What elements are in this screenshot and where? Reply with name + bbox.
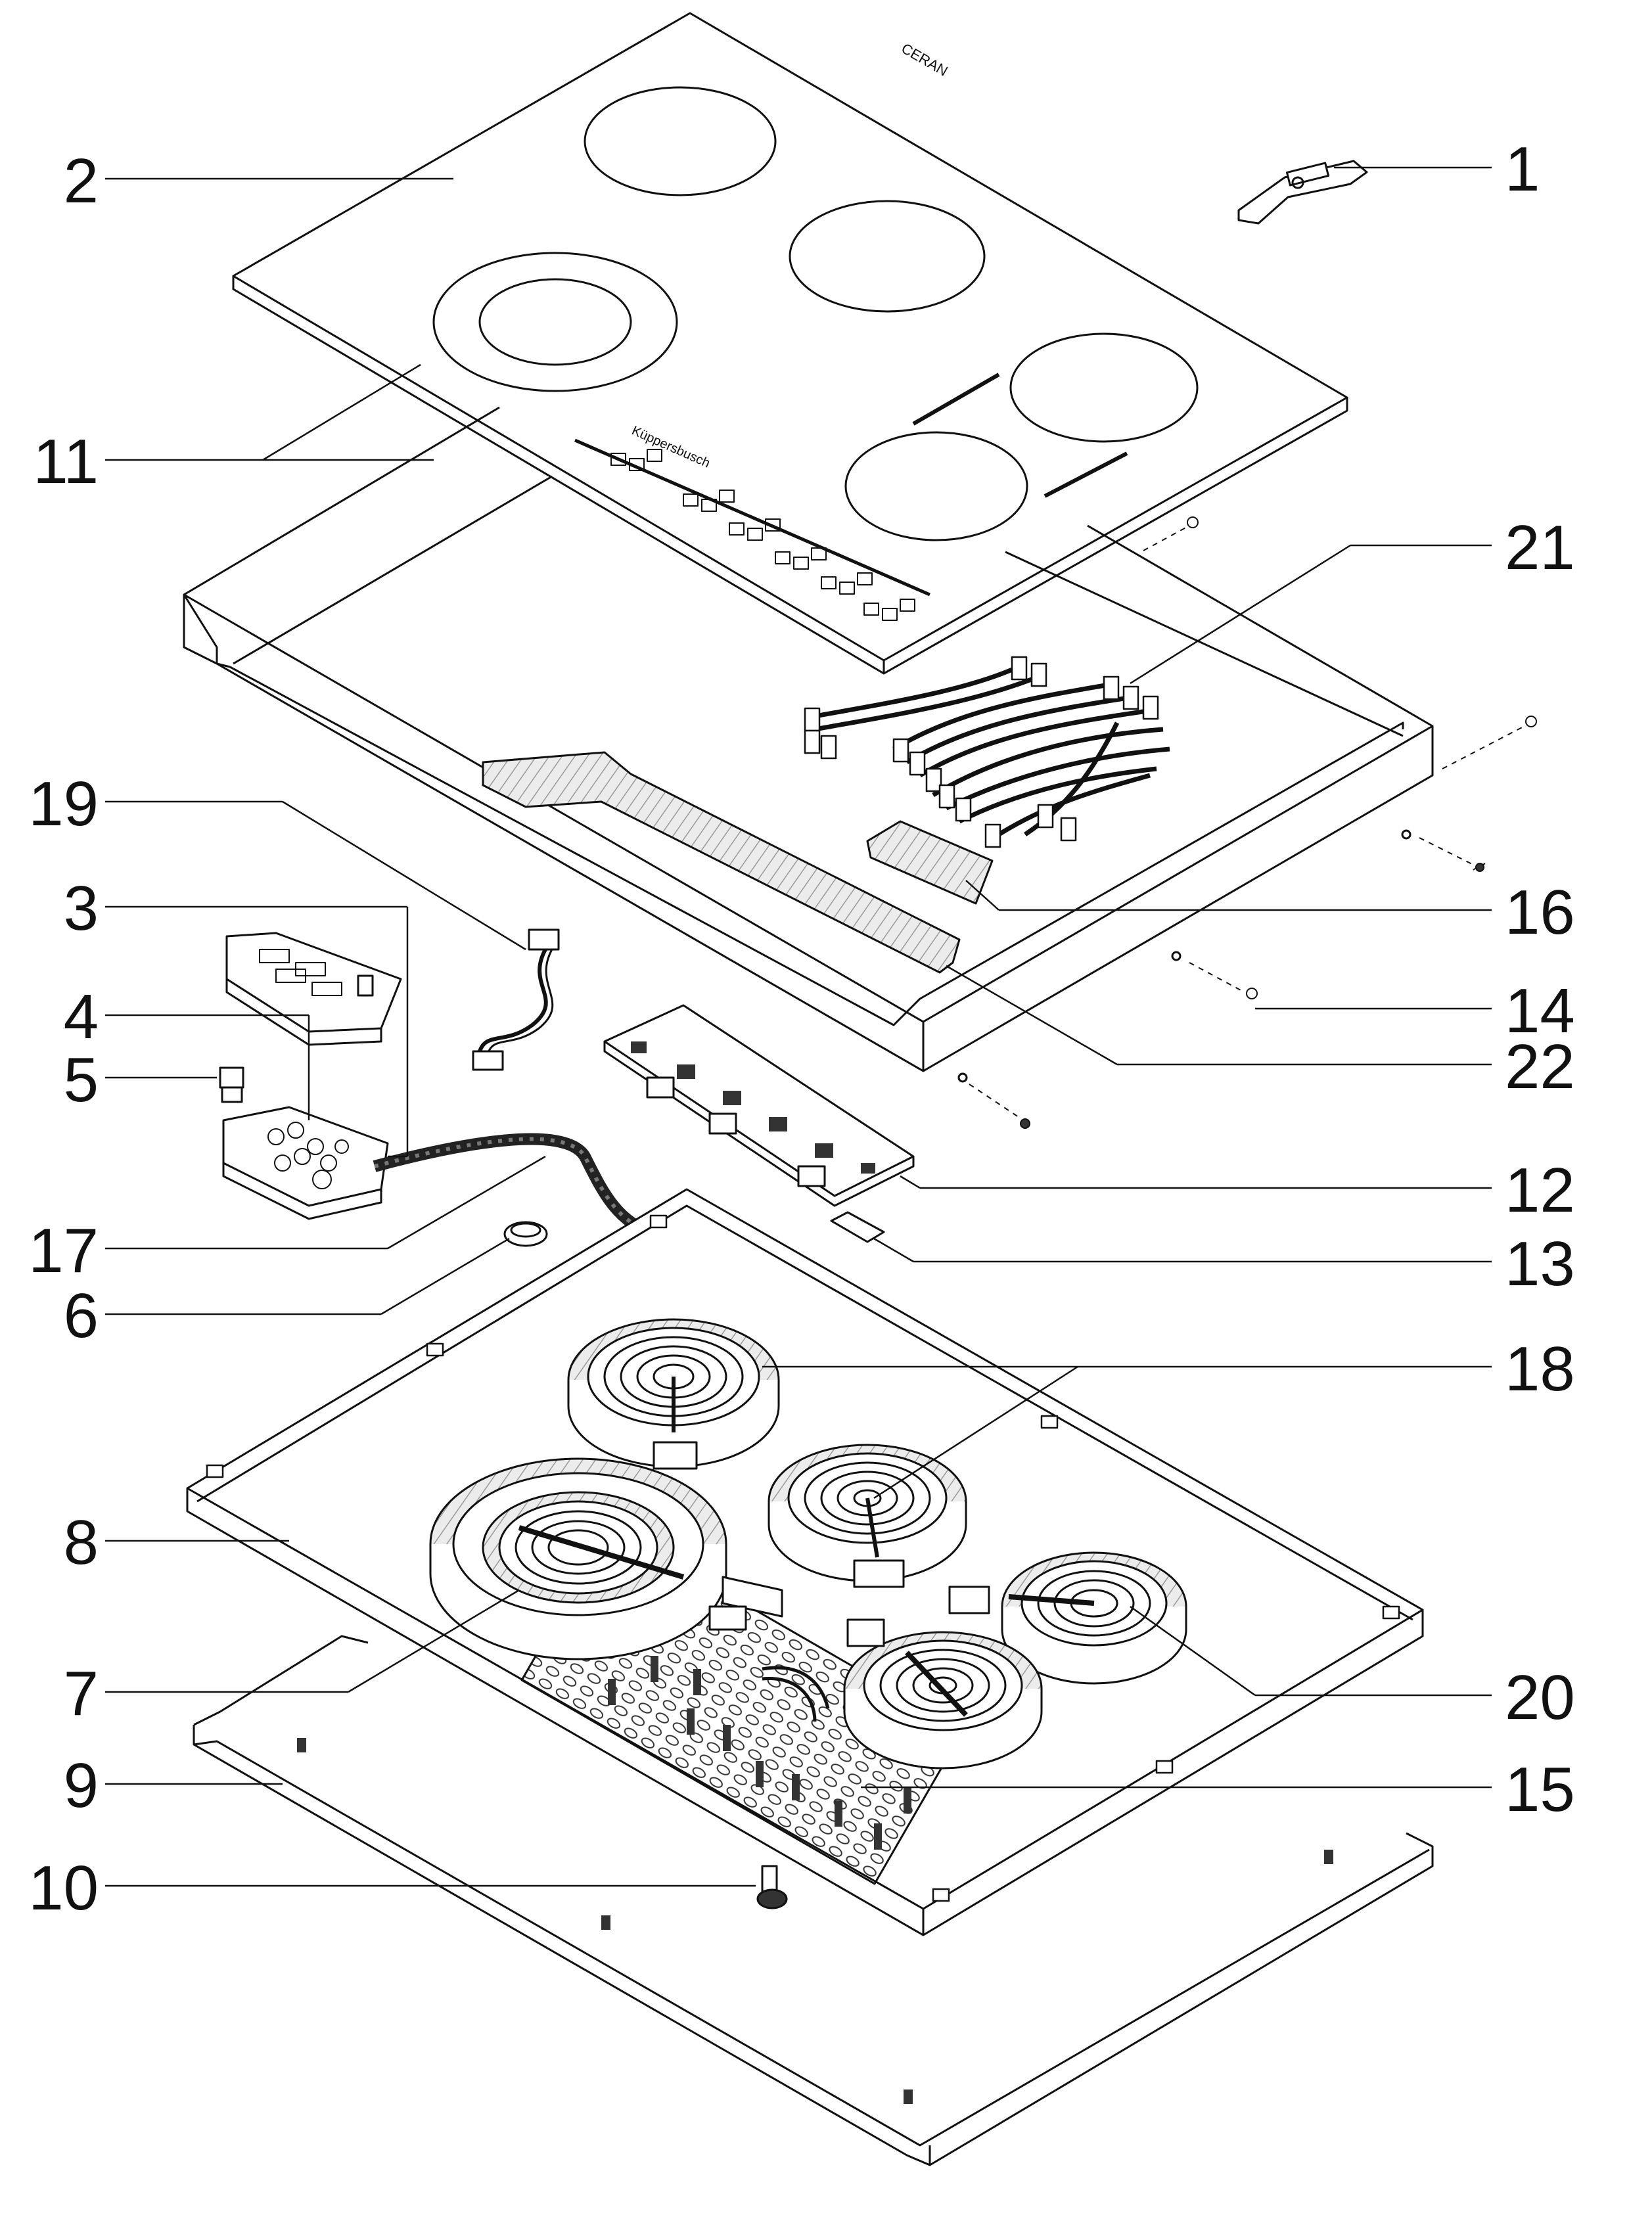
cooktop-frame bbox=[183, 406, 1434, 1083]
cooking-zone-front-right-front bbox=[844, 431, 1028, 541]
terminal-posts bbox=[608, 1656, 911, 1850]
glass-cooktop-panel: CERAN Küppersbusch bbox=[232, 12, 1348, 675]
bottom-cover bbox=[193, 1635, 1434, 2166]
screws bbox=[969, 516, 1537, 1129]
scraper-tool bbox=[1237, 160, 1368, 225]
callout-9: 9 bbox=[63, 1750, 99, 1821]
callout-3: 3 bbox=[63, 873, 99, 944]
callout-20: 20 bbox=[1505, 1662, 1575, 1733]
callout-6: 6 bbox=[63, 1281, 99, 1351]
cooking-zone-front-right-rear bbox=[1009, 332, 1199, 443]
cooking-zone-rear-left bbox=[584, 86, 777, 196]
callout-1: 1 bbox=[1505, 134, 1540, 204]
power-board-cover bbox=[225, 932, 402, 1046]
terminal-block bbox=[756, 1865, 788, 1909]
callout-10: 10 bbox=[28, 1853, 99, 1923]
indicator-lamp bbox=[503, 1221, 548, 1247]
callout-21: 21 bbox=[1505, 513, 1575, 583]
callout-19: 19 bbox=[28, 769, 99, 839]
callout-15: 15 bbox=[1505, 1754, 1575, 1825]
callout-14: 14 bbox=[1505, 976, 1575, 1046]
brand-top-label: CERAN bbox=[899, 40, 951, 80]
heating-element-dual-front-left bbox=[429, 1457, 783, 1660]
cooking-zone-dual-outer bbox=[432, 252, 678, 392]
heating-element-rear-left bbox=[567, 1318, 780, 1470]
control-symbols bbox=[610, 449, 915, 621]
callout-16: 16 bbox=[1505, 877, 1575, 948]
callout-17: 17 bbox=[28, 1216, 99, 1286]
insulation-strip-long bbox=[482, 751, 961, 974]
leader-lines bbox=[105, 166, 1492, 1887]
callout-13: 13 bbox=[1505, 1229, 1575, 1299]
callout-11: 11 bbox=[33, 426, 99, 497]
heating-element-front-right-small bbox=[948, 1551, 1187, 1685]
cooking-zone-rear-center bbox=[789, 200, 986, 313]
callout-18: 18 bbox=[1505, 1334, 1575, 1404]
callout-12: 12 bbox=[1505, 1155, 1575, 1225]
callout-7: 7 bbox=[63, 1658, 99, 1729]
callout-22: 22 bbox=[1505, 1032, 1575, 1102]
callout-4: 4 bbox=[63, 982, 99, 1052]
callout-5: 5 bbox=[63, 1045, 99, 1115]
power-board bbox=[222, 1106, 389, 1220]
callout-2: 2 bbox=[63, 146, 99, 216]
wiring-harness bbox=[804, 656, 1170, 848]
cooking-zone-dual-inner bbox=[478, 278, 632, 366]
relay-component bbox=[219, 1066, 244, 1103]
fuse-connector bbox=[830, 1211, 885, 1243]
heating-element-front-center bbox=[843, 1618, 1043, 1770]
callout-8: 8 bbox=[63, 1507, 99, 1578]
heating-element-rear-right bbox=[768, 1444, 967, 1588]
insulation-strip-short bbox=[866, 820, 994, 905]
ribbon-cable bbox=[472, 928, 560, 1071]
control-circuit-board bbox=[603, 1004, 915, 1207]
